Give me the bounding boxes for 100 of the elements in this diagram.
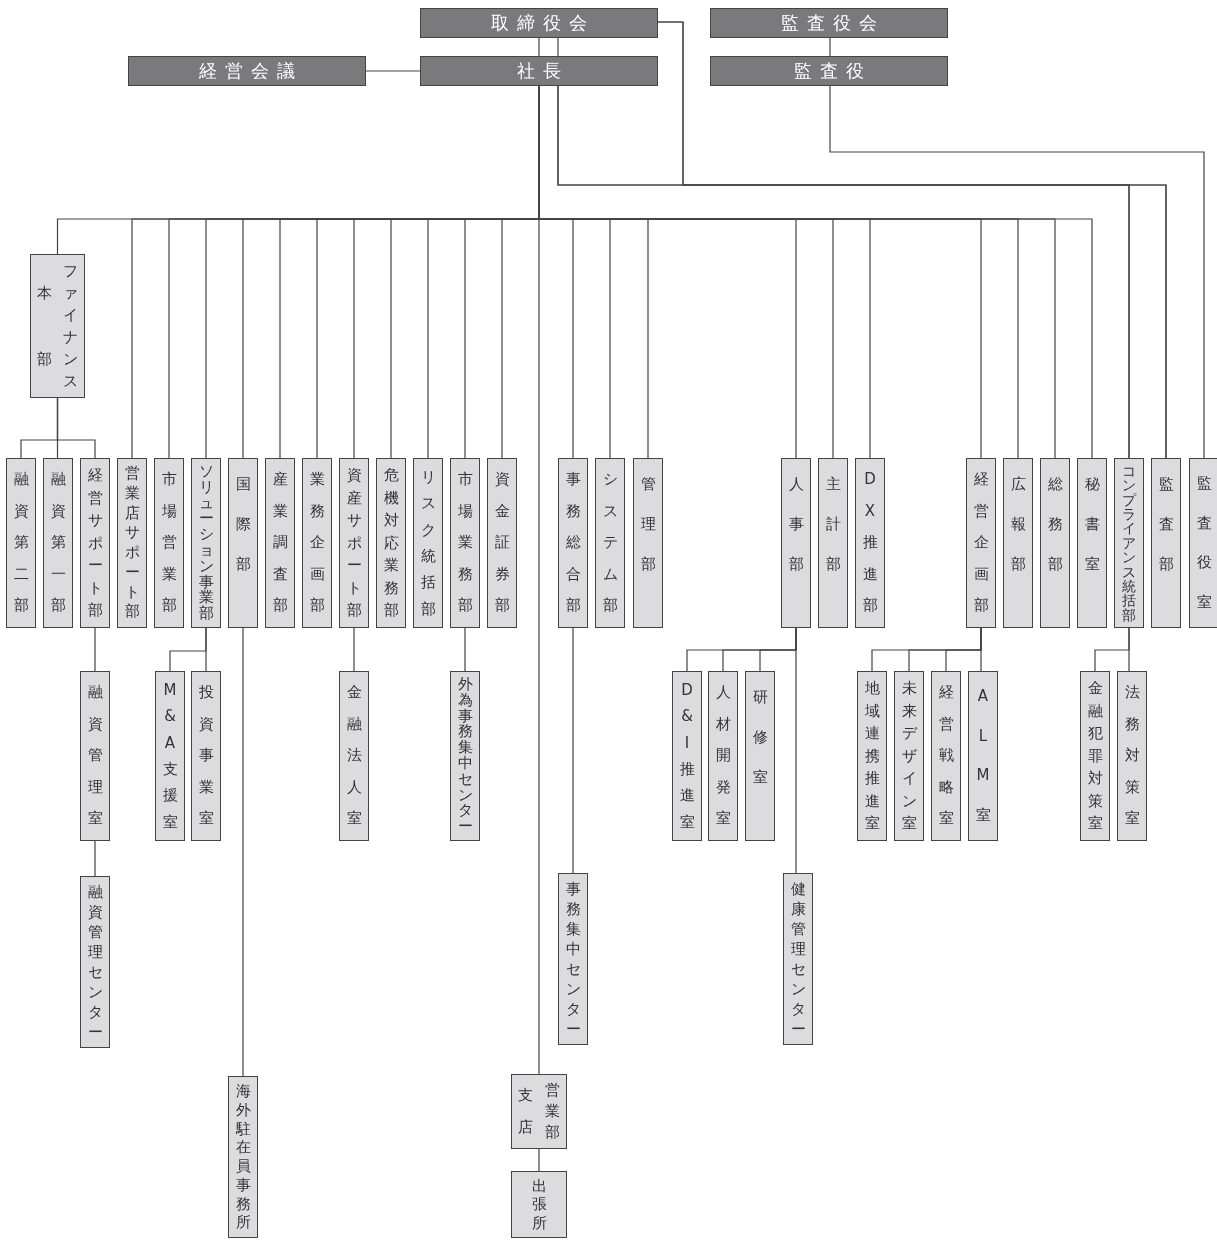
department-box (191, 458, 221, 628)
department-box (376, 458, 406, 628)
department-label: 産業調査部 (272, 469, 288, 617)
department-label: D&I推進室 (679, 680, 695, 833)
department-box (595, 458, 625, 628)
department-box (487, 458, 517, 628)
connector-line (1128, 627, 1130, 672)
department-label: 国際部 (235, 474, 251, 575)
department-label: 出張所 (531, 1177, 547, 1232)
department-box (855, 458, 885, 628)
department-label: 経営企画部 (973, 469, 989, 617)
department-box (265, 458, 295, 628)
department-box (968, 671, 998, 841)
executive-label: 取締役会 (489, 14, 596, 32)
connector-line (56, 397, 96, 459)
executive-label: 監査役 (792, 62, 873, 80)
department-box (155, 671, 185, 841)
department-box (450, 671, 480, 841)
department-box (511, 1171, 567, 1238)
department-box (783, 873, 813, 1045)
department-label: 融資管理室 (87, 682, 103, 830)
department-label: 市場業務部 (457, 469, 473, 617)
department-box (450, 458, 480, 628)
connector-line (205, 627, 207, 672)
executive-box (710, 8, 948, 38)
executive-label: 監査役会 (779, 14, 886, 32)
department-box (117, 458, 147, 628)
department-box (1077, 458, 1107, 628)
department-box (302, 458, 332, 628)
department-label: 投資事業室 (198, 682, 214, 830)
department-label: 事務総合部 (565, 469, 581, 617)
department-label: 金融犯罪対策室 (1087, 678, 1103, 835)
connector-line (538, 1148, 540, 1172)
department-box (781, 458, 811, 628)
department-box (818, 458, 848, 628)
connector-line (572, 627, 574, 874)
department-box (228, 458, 258, 628)
department-box (1189, 458, 1217, 628)
executive-label: 経営会議 (197, 62, 304, 80)
department-label: 研修室 (752, 687, 768, 788)
department-label: ALM室 (975, 686, 991, 826)
department-label: 支店 (518, 1085, 533, 1138)
connector-line (538, 37, 540, 57)
department-label: ファイナンス (63, 261, 79, 392)
department-label: 外為事務集中センター (457, 677, 473, 835)
department-box (43, 458, 73, 628)
department-box (339, 671, 369, 841)
department-label: 融資管理センター (87, 882, 103, 1042)
department-label: 融資第二部 (13, 469, 29, 617)
department-label: 本部 (36, 283, 52, 370)
department-box (1151, 458, 1181, 628)
department-label: 秘書室 (1084, 474, 1100, 575)
department-label: 監査部 (1158, 474, 1174, 575)
department-box (30, 254, 85, 398)
department-label: DX推進部 (862, 469, 878, 617)
connector-line (557, 37, 559, 57)
department-box (931, 671, 961, 841)
department-box (6, 458, 36, 628)
executive-box (128, 56, 366, 86)
department-box (633, 458, 663, 628)
department-box (1114, 458, 1144, 628)
department-label: 危機対応業務部 (383, 465, 399, 622)
connector-line (365, 70, 421, 72)
department-box (558, 873, 588, 1045)
executive-box (420, 8, 658, 38)
department-label: コンプライアンス統括部 (1121, 464, 1137, 622)
department-box (511, 1074, 567, 1149)
department-box (154, 458, 184, 628)
connector-line (829, 37, 831, 57)
department-label: 海外駐在員事務所 (235, 1082, 251, 1232)
department-box (558, 458, 588, 628)
department-label: 経営戦略室 (938, 682, 954, 830)
department-label: 総務部 (1047, 474, 1063, 575)
connector-line (242, 627, 244, 1077)
department-label: 地域連携推進室 (864, 678, 880, 835)
department-box (228, 1076, 258, 1238)
department-label: 監査役室 (1196, 473, 1212, 613)
department-box (672, 671, 702, 841)
department-label: 資産サポート部 (346, 465, 362, 622)
department-label: 融資第一部 (50, 469, 66, 617)
department-label: 金融法人室 (346, 682, 362, 830)
department-label: 法務対策室 (1124, 682, 1140, 830)
department-box (80, 458, 110, 628)
department-box (191, 671, 221, 841)
department-label: 未来デザイン室 (901, 678, 917, 835)
department-box (1040, 458, 1070, 628)
connector-line (829, 85, 1205, 459)
department-box (745, 671, 775, 841)
department-label: 広報部 (1010, 474, 1026, 575)
department-label: ソリューション事業部 (198, 464, 214, 622)
department-label: M&A支援室 (162, 680, 178, 833)
department-label: リスク統括部 (420, 467, 436, 620)
department-box (857, 671, 887, 841)
department-label: 事務集中センター (565, 879, 581, 1039)
connector-line (94, 840, 96, 877)
connector-line (353, 627, 355, 672)
department-label: システム部 (602, 469, 618, 617)
department-box (966, 458, 996, 628)
executive-box (420, 56, 658, 86)
department-label: 営業部 (545, 1080, 560, 1143)
